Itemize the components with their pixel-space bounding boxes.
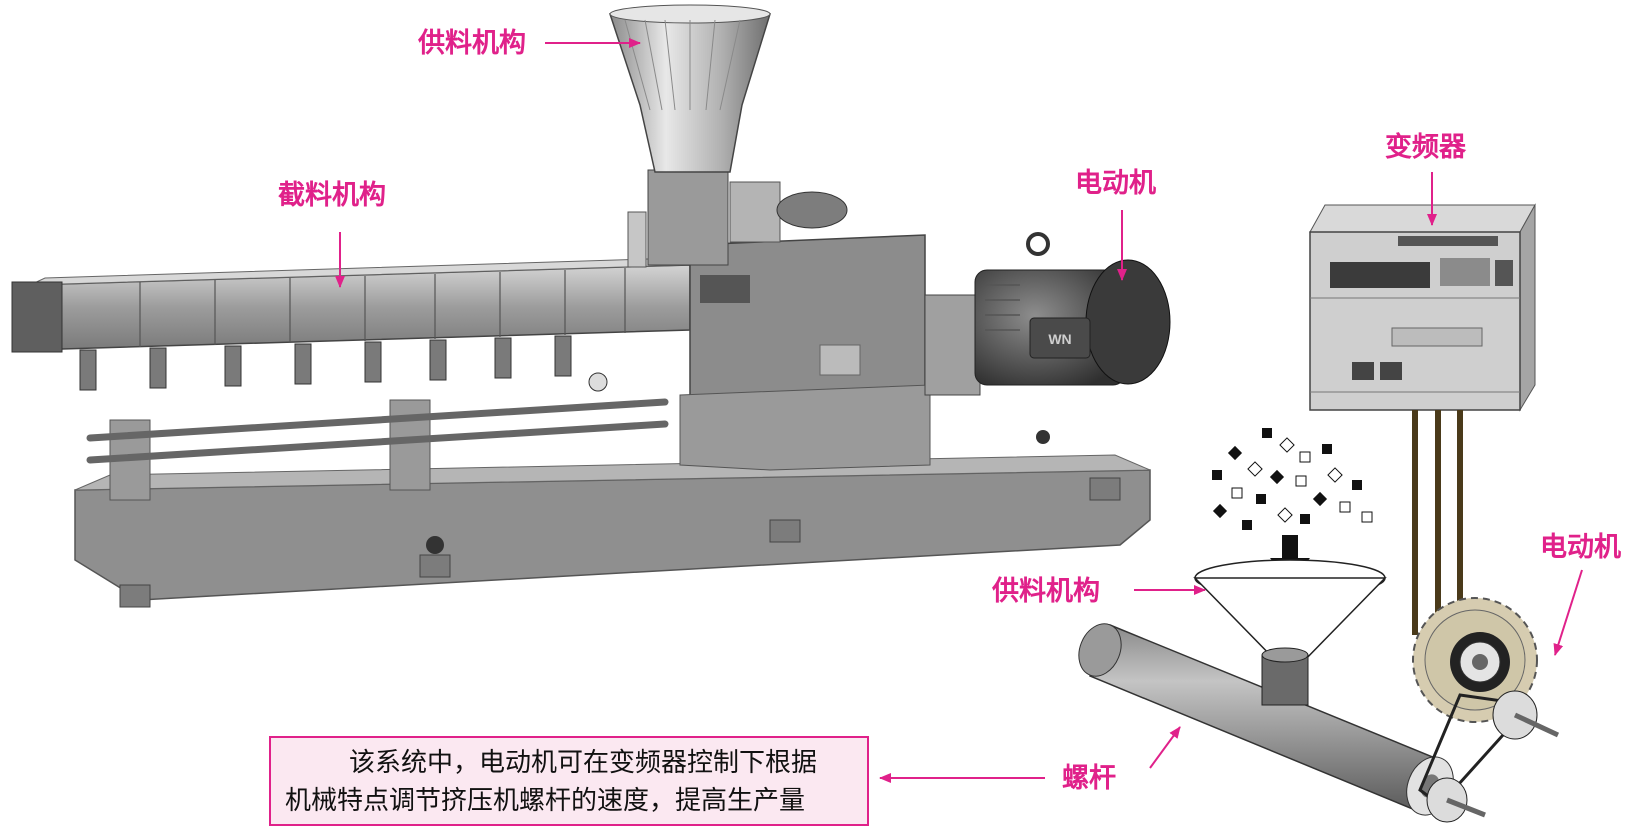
feeder-label-side: 供料机构 (992, 576, 1100, 607)
feed-funnel (1193, 559, 1387, 706)
feed-arrow (1270, 535, 1310, 582)
motor-label-side: 电动机 (1540, 532, 1621, 563)
motor-badge: WN (1048, 331, 1071, 347)
pointer-arrows (335, 38, 1583, 783)
inverter-cables (1412, 410, 1463, 635)
gear-drive (1412, 597, 1560, 823)
cutter-label: 截料机构 (278, 180, 386, 211)
inverter-label: 变频器 (1385, 132, 1466, 163)
screw-label: 螺杆 (1062, 763, 1116, 794)
machine-base (74, 469, 1151, 601)
screw-tube (1078, 623, 1454, 816)
caption-box: 该系统中，电动机可在变频器控制下根据 机械特点调节挤压机螺杆的速度，提高生产量 (269, 736, 869, 826)
inverter-unit (1309, 203, 1536, 412)
motor-label-top: 电动机 (1075, 168, 1156, 199)
feeder-label-top: 供料机构 (418, 28, 526, 59)
caption-line-2: 机械特点调节挤压机螺杆的速度，提高生产量 (285, 786, 806, 816)
extruder-machine: WN (11, 4, 1171, 608)
pellets (1212, 428, 1373, 530)
caption-line-1: 该系统中，电动机可在变频器控制下根据 (349, 748, 818, 778)
